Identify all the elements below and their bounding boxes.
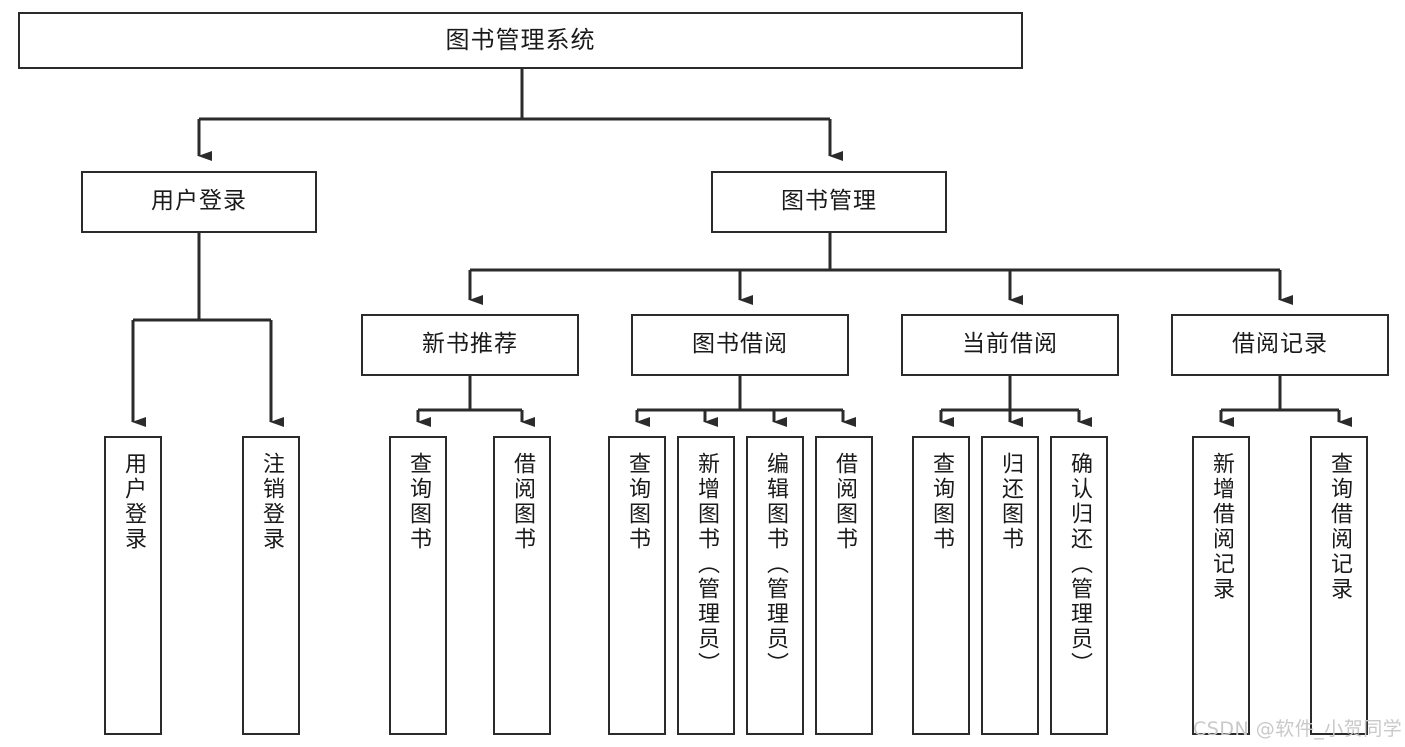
node-leaf-borrow-book-2[interactable]: 借阅图书 <box>815 436 873 735</box>
node-label: 图书管理 <box>781 188 877 215</box>
node-label: 查询图书 <box>929 452 954 552</box>
node-leaf-query-record[interactable]: 查询借阅记录 <box>1310 436 1368 735</box>
node-label: 新增图书（管理员） <box>694 452 719 677</box>
node-label: 图书借阅 <box>692 331 788 358</box>
node-borrow-record[interactable]: 借阅记录 <box>1171 314 1389 376</box>
node-user-login[interactable]: 用户登录 <box>81 171 317 233</box>
node-label: 新增借阅记录 <box>1209 452 1234 602</box>
node-label: 借阅图书 <box>510 452 535 552</box>
node-current-borrow[interactable]: 当前借阅 <box>901 314 1119 376</box>
node-label: 借阅记录 <box>1232 331 1328 358</box>
node-label: 借阅图书 <box>832 452 857 552</box>
node-leaf-query-book-3[interactable]: 查询图书 <box>912 436 970 735</box>
watermark: CSDN @软件_小贺同学 <box>1193 718 1403 740</box>
node-label: 归还图书 <box>998 452 1023 552</box>
node-label: 确认归还（管理员） <box>1067 452 1092 677</box>
node-leaf-edit-book[interactable]: 编辑图书（管理员） <box>746 436 804 735</box>
node-label: 用户登录 <box>151 188 247 215</box>
node-label: 查询图书 <box>406 452 431 552</box>
node-label: 注销登录 <box>259 452 284 552</box>
node-root-system[interactable]: 图书管理系统 <box>18 12 1023 69</box>
node-leaf-query-book-2[interactable]: 查询图书 <box>608 436 666 735</box>
node-new-book-recommend[interactable]: 新书推荐 <box>361 314 579 376</box>
node-leaf-borrow-book-1[interactable]: 借阅图书 <box>493 436 551 735</box>
node-leaf-user-login[interactable]: 用户登录 <box>104 436 162 735</box>
node-label: 新书推荐 <box>422 331 518 358</box>
node-leaf-query-book-1[interactable]: 查询图书 <box>389 436 447 735</box>
node-leaf-return-book[interactable]: 归还图书 <box>981 436 1039 735</box>
node-leaf-logout[interactable]: 注销登录 <box>242 436 300 735</box>
node-label: 用户登录 <box>121 452 146 552</box>
node-leaf-add-record[interactable]: 新增借阅记录 <box>1192 436 1250 735</box>
node-book-manage[interactable]: 图书管理 <box>711 171 947 233</box>
node-label: 图书管理系统 <box>445 26 596 55</box>
node-label: 查询图书 <box>625 452 650 552</box>
node-book-borrow[interactable]: 图书借阅 <box>631 314 849 376</box>
node-leaf-add-book[interactable]: 新增图书（管理员） <box>677 436 735 735</box>
node-leaf-confirm-return[interactable]: 确认归还（管理员） <box>1050 436 1108 735</box>
node-label: 当前借阅 <box>962 331 1058 358</box>
node-label: 编辑图书（管理员） <box>763 452 788 677</box>
node-label: 查询借阅记录 <box>1327 452 1352 602</box>
